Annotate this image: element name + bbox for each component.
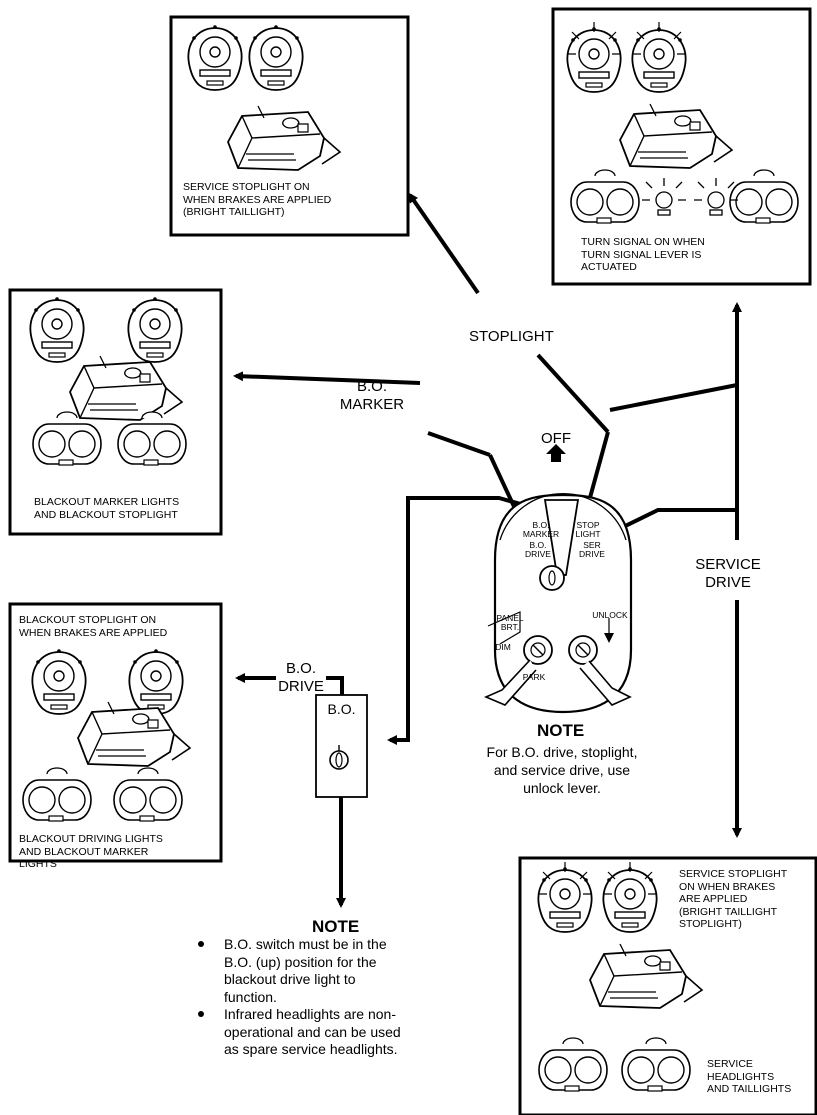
headlight-icon: [602, 866, 658, 933]
service-drive-label: SERVICE DRIVE: [695, 556, 761, 591]
switch-dim-label: DIM: [495, 642, 511, 652]
bottom-note-title: NOTE: [312, 917, 360, 936]
switch-panel-brt-label: PANEL BRT.: [496, 613, 524, 632]
turn-signal-star-icon: [642, 178, 738, 216]
bo-drive-label: B.O. DRIVE: [278, 660, 324, 695]
headlight-icon: [29, 296, 85, 363]
headlight-icon: [566, 26, 622, 93]
switch-bo-drive-label: B.O. DRIVE: [525, 540, 551, 559]
headlight-icon: [127, 296, 183, 363]
bullet-dot-icon: [198, 941, 204, 947]
headlight-icon: [248, 24, 304, 91]
panel-bo-marker-text: BLACKOUT MARKER LIGHTS AND BLACKOUT STOP…: [34, 496, 180, 521]
note-bullet-text: Infrared headlights are non- operational…: [224, 1006, 401, 1057]
stoplight-label: STOPLIGHT: [469, 328, 554, 345]
connector-lines: [233, 192, 742, 908]
selector-lever[interactable]: [543, 499, 580, 576]
main-light-switch: [483, 493, 633, 714]
panel-bo-drive-bottom-text: BLACKOUT DRIVING LIGHTS AND BLACKOUT MAR…: [19, 833, 163, 870]
bo-switch-label: B.O.: [327, 701, 356, 717]
headlight-icon: [187, 24, 243, 91]
dimmer-knob[interactable]: [483, 635, 553, 706]
note-bullet-item: Infrared headlights are non- operational…: [196, 1006, 436, 1059]
bottom-note-list: B.O. switch must be in the B.O. (up) pos…: [196, 936, 436, 1059]
switch-bo-marker-label: B.O. MARKER: [522, 520, 560, 539]
headlight-icon: [631, 26, 687, 93]
switch-stop-light-label: STOP LIGHT: [575, 520, 601, 539]
bullet-dot-icon: [198, 1011, 204, 1017]
headlight-icon: [128, 648, 184, 715]
panel-stoplight-text: SERVICE STOPLIGHT ON WHEN BRAKES ARE APP…: [183, 181, 332, 218]
note-bullet-text: B.O. switch must be in the B.O. (up) pos…: [224, 936, 387, 1005]
unlock-lever[interactable]: [568, 635, 632, 706]
bo-switch[interactable]: [315, 694, 368, 798]
bo-marker-label: B.O. MARKER: [339, 378, 405, 413]
headlight-icon: [31, 648, 87, 715]
center-note-title: NOTE: [537, 721, 585, 740]
headlight-icon: [537, 866, 593, 933]
switch-ser-drive-label: SER DRIVE: [579, 540, 605, 559]
off-arrow-icon: [546, 444, 566, 462]
panel-service-drive-top-text: SERVICE STOPLIGHT ON WHEN BRAKES ARE APP…: [679, 868, 788, 930]
switch-park-label: PARK: [522, 672, 546, 682]
panel-service-drive-bottom-text: SERVICE HEADLIGHTS AND TAILLIGHTS: [707, 1058, 792, 1095]
panel-bo-drive-top-text: BLACKOUT STOPLIGHT ON WHEN BRAKES ARE AP…: [19, 614, 168, 639]
panel-turn-signal-text: TURN SIGNAL ON WHEN TURN SIGNAL LEVER IS…: [581, 236, 705, 273]
off-label: OFF: [541, 430, 571, 447]
center-note-text: For B.O. drive, stoplight, and service d…: [486, 744, 638, 796]
switch-unlock-label: UNLOCK: [592, 610, 628, 620]
note-bullet-item: B.O. switch must be in the B.O. (up) pos…: [196, 936, 436, 1006]
